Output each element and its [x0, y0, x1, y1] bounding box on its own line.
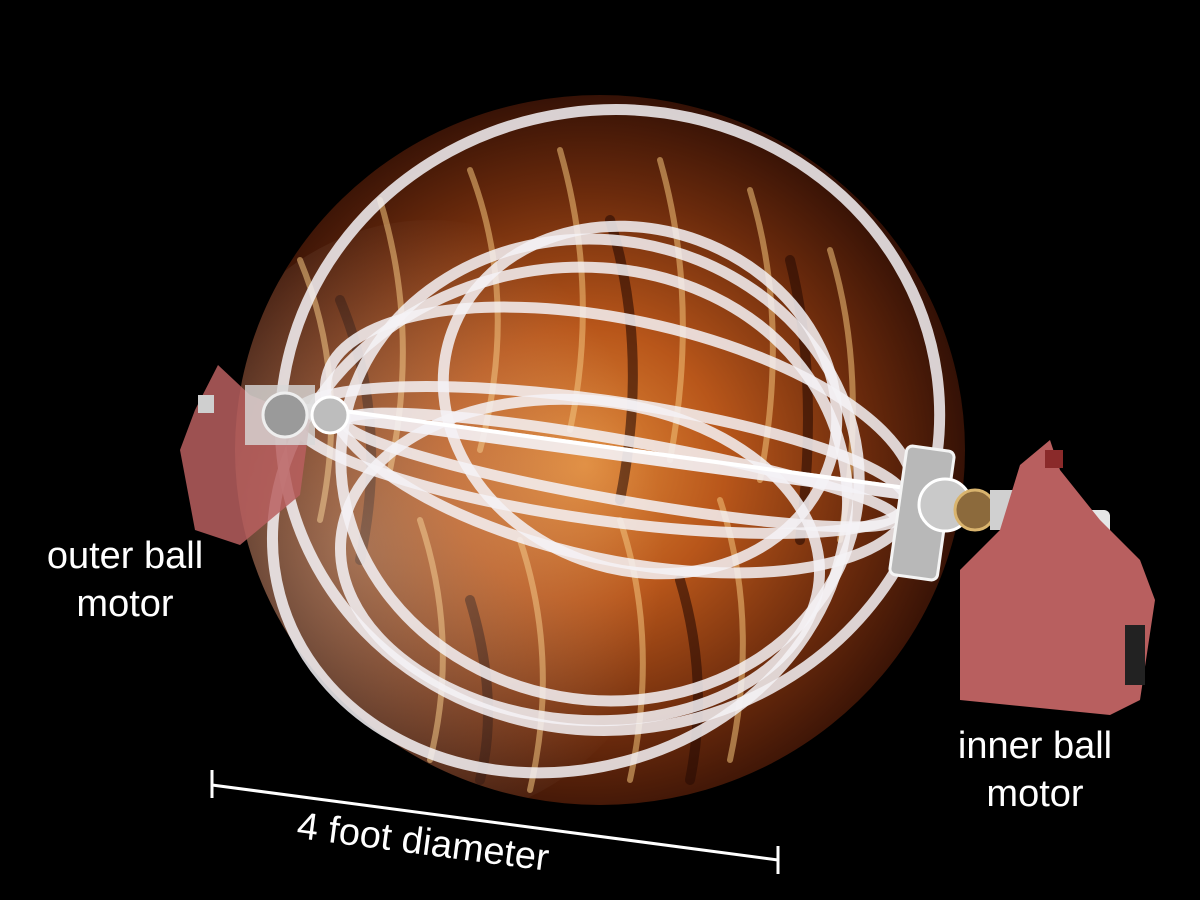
inner-ball-motor-label-line2: motor	[986, 773, 1084, 815]
axle-shaft	[299, 403, 921, 502]
diameter-dimension-line	[210, 770, 780, 874]
inner-ball-motor-label-line1: inner ball	[957, 725, 1113, 767]
outer-ball-motor-label: outer ball motor	[20, 532, 230, 628]
outer-ball-motor-bracket	[180, 365, 350, 545]
outer-ball-motor-label-line2: motor	[76, 583, 174, 625]
outer-ball-motor-label-line1: outer ball	[46, 535, 204, 577]
inner-ball-motor-label: inner ball motor	[930, 722, 1140, 818]
inner-ball-motor-bracket	[888, 440, 1155, 715]
